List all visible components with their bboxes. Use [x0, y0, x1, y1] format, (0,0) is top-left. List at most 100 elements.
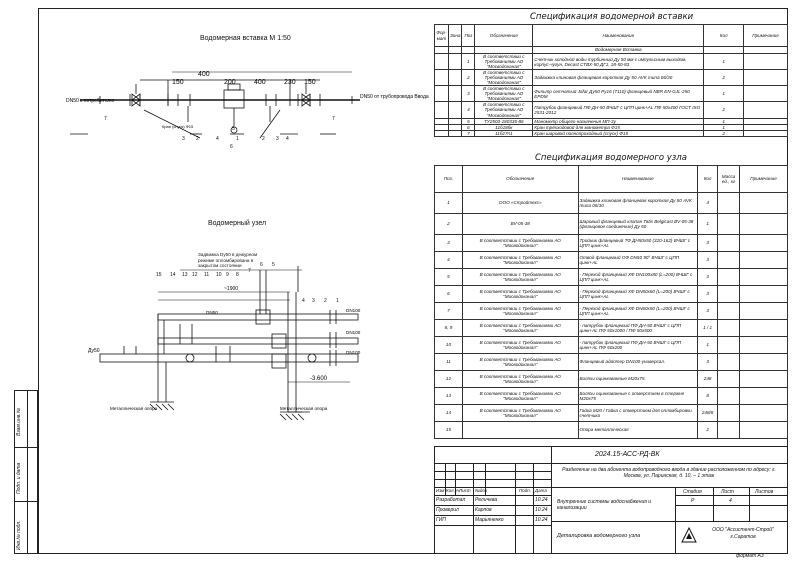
tap-label: Кран (спуск) Ф15: [162, 124, 194, 129]
node-cell-empty: [717, 370, 741, 388]
doc-code: 2024.15-АСС-РД-ВК: [595, 451, 660, 458]
node-cell-empty: [739, 353, 788, 371]
name-checker: Карпов: [475, 507, 492, 513]
elevation: -3.600: [310, 376, 328, 382]
left-pipe-label: DN50 к потребителю: [66, 98, 114, 104]
side-stamp: [14, 390, 38, 554]
node-callout: 10: [216, 272, 222, 278]
node-callout: 11: [204, 272, 209, 278]
doc-description: Разделение на два абонента водопроводног…: [562, 467, 776, 480]
format-label: формат А3: [736, 553, 764, 559]
node-cell-pos: 1: [434, 192, 463, 214]
node-cell-empty: [717, 336, 741, 354]
node-cell-designation: В соответствии с Требованиями АО "Мосвод…: [461, 302, 579, 320]
callout-7: 7: [104, 116, 107, 122]
pipe-label-du50: Ду50: [88, 348, 100, 354]
insert-cell-name: Задвижка клиновая фланцевая короткая Ду …: [532, 69, 705, 87]
insert-cell-qty: 1: [703, 85, 745, 103]
insert-cell-empty: [743, 85, 788, 103]
drawing2-note: Задвижка Dy50 в дежурном режиме опломбир…: [198, 252, 258, 268]
insert-cell-qty: 2: [703, 129, 745, 137]
callout-2b: 2: [262, 136, 265, 142]
node-cell-designation: В соответствии с Требованиями АО "Мосвод…: [461, 268, 579, 286]
node-cell-empty: [739, 302, 788, 320]
pipe-label-dn100-b: DN100: [346, 330, 361, 335]
node-cell-designation: BV-05-38: [461, 213, 579, 235]
insert-cell-name: Патрубок фланцевый ПФ ДН-50 ВЧШГ с ЦПП ц…: [532, 101, 705, 119]
node-cell-empty: [739, 336, 788, 354]
date-developer: 10.24: [535, 497, 548, 503]
insert-cell-designation: В соответствии с Требованиями АО "Мосвод…: [474, 52, 534, 71]
node-cell-qty: 3: [697, 268, 719, 286]
node-cell-empty: [739, 370, 788, 388]
support-right: Металлическая опора: [280, 406, 328, 411]
node-cell-pos: 2: [434, 213, 463, 235]
side-label-sign: Подп. и дата: [16, 462, 22, 494]
node-cell-qty: 1: [697, 213, 719, 235]
insert-cell-empty: [434, 129, 449, 137]
node-cell-pos: 11: [434, 353, 463, 371]
name-developer: Реличева: [475, 497, 498, 503]
company-name: ООО "Ассистент-Строй" г.Саратов: [712, 527, 774, 540]
insert-cell-empty: [447, 101, 463, 119]
node-cell-name: Задвижка клиновая фланцевая короткая Ду …: [577, 192, 699, 214]
node-cell-name: - Переход фланцевый ХФ DN80х60 (L=200) В…: [577, 285, 699, 303]
callout-7b: 7: [332, 116, 335, 122]
dim-main: ~1900: [224, 286, 238, 292]
support-left: Металлическая опора: [110, 406, 158, 411]
insert-header-5: Кол: [703, 24, 745, 47]
dim-1: 400: [198, 71, 210, 78]
node-cell-name: - Переход фланцевый ХФ DN60х50 (L=200) В…: [577, 302, 699, 320]
insert-cell-empty: [743, 52, 788, 71]
node-cell-empty: [717, 387, 741, 405]
node-header-3: Кол: [697, 165, 719, 193]
callout-3b: 3: [276, 136, 279, 142]
node-cell-designation: ООО «Стройтехс»: [461, 192, 579, 214]
node-cell-empty: [739, 213, 788, 235]
node-cell-pos: 7: [434, 302, 463, 320]
node-cell-pos: 13: [434, 387, 463, 405]
insert-cell-empty: [434, 69, 449, 87]
insert-cell-empty: [434, 85, 449, 103]
node-cell-empty: [739, 268, 788, 286]
node-header-0: Поз.: [434, 165, 463, 193]
node-cell-pos: 12: [434, 370, 463, 388]
insert-header-1: Зона: [447, 24, 463, 47]
hdr-izm: Изм: [436, 488, 445, 493]
node-callout: 7: [248, 268, 251, 274]
insert-header-4: Наименование: [532, 24, 705, 47]
node-cell-pos: 6: [434, 285, 463, 303]
node-cell-qty: 8: [697, 387, 719, 405]
callout-3: 3: [182, 136, 185, 142]
drawing1-title: Водомерная вставка М 1:50: [200, 35, 291, 42]
node-cell-designation: В соответствии с Требованиями АО "Мосвод…: [461, 387, 579, 405]
node-cell-pos: 3: [434, 234, 463, 252]
date-checker: 10.24: [535, 507, 548, 513]
insert-cell-empty: [434, 52, 449, 71]
node-callout: 2: [324, 298, 327, 304]
insert-cell-empty: [743, 129, 788, 137]
drawing1-svg: 150 400 200 400 230 150 DN50 к потребите…: [66, 71, 429, 150]
callout-6: 6: [230, 144, 233, 150]
node-cell-name: Шаровый фланцевый клапан Tatis Belgicast…: [577, 213, 699, 235]
insert-cell-designation: В соответствии с Требованиями АО "Мосвод…: [474, 85, 534, 103]
node-header-5: Примечание: [739, 165, 788, 193]
role-developer: Разработал: [436, 497, 466, 503]
node-cell-empty: [739, 251, 788, 269]
pipe-label-dn50: DN50: [206, 310, 218, 315]
node-callout: 15: [156, 272, 162, 278]
node-cell-designation: В соответствии с Требованиями АО "Мосвод…: [461, 319, 579, 337]
callout-4: 4: [216, 136, 219, 142]
node-callout: 13: [182, 272, 188, 278]
hdr-sheet: Лист: [721, 489, 734, 495]
right-pipe-label: DN50 от трубопровода Ввода: [360, 94, 429, 100]
role-gip: ГИП: [436, 517, 446, 523]
dim-3: 400: [254, 79, 266, 86]
node-cell-empty: [717, 404, 741, 422]
insert-header-2: Поз: [461, 24, 476, 47]
